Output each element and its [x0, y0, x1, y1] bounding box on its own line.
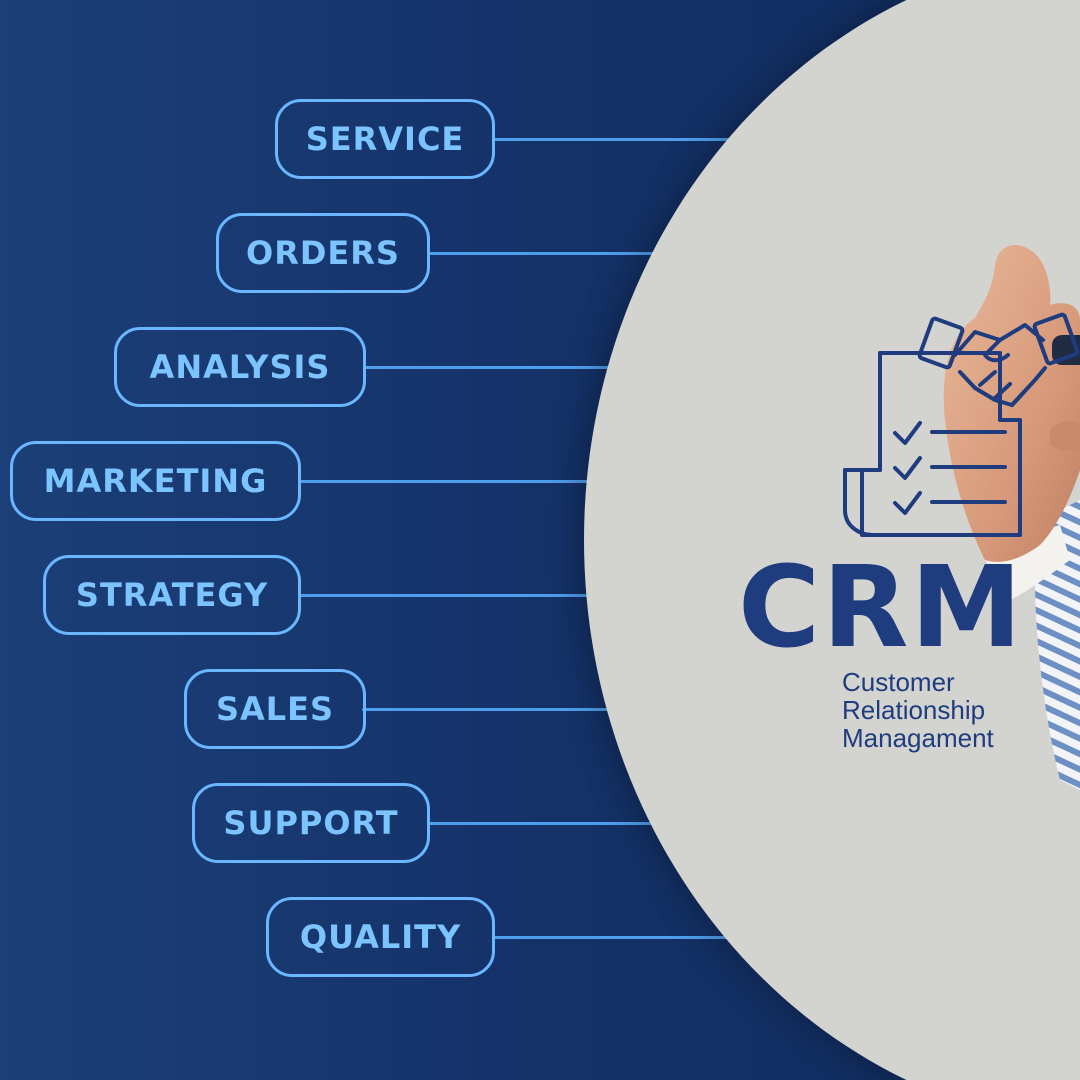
- connector-line-analysis: [364, 366, 644, 369]
- connector-line-sales: [362, 708, 622, 711]
- checklist-document-icon: [843, 351, 1022, 537]
- connector-line-quality: [492, 936, 752, 939]
- crm-title: CRM: [738, 543, 1024, 673]
- pill-strategy[interactable]: STRATEGY: [43, 555, 301, 635]
- connector-line-support: [428, 822, 678, 825]
- pill-analysis[interactable]: ANALYSIS: [114, 327, 366, 407]
- connector-line-marketing: [298, 480, 608, 483]
- pill-sales[interactable]: SALES: [184, 669, 366, 749]
- crm-subtitle-line-3: Managament: [842, 723, 994, 753]
- pill-support[interactable]: SUPPORT: [192, 783, 430, 863]
- pill-service[interactable]: SERVICE: [275, 99, 495, 179]
- connector-line-service: [492, 138, 752, 141]
- crm-subtitle-line-1: Customer: [842, 667, 955, 697]
- crm-subtitle-line-2: Relationship: [842, 695, 986, 725]
- pill-orders[interactable]: ORDERS: [216, 213, 430, 293]
- pill-quality[interactable]: QUALITY: [266, 897, 495, 977]
- shirt-cuff: [985, 525, 1070, 600]
- pill-marketing[interactable]: MARKETING: [10, 441, 301, 521]
- crm-subtitle: Customer Relationship Managament: [842, 668, 1062, 752]
- handshake-icon: [917, 312, 1080, 407]
- hand-shading: [1050, 420, 1080, 451]
- connector-line-strategy: [298, 594, 598, 597]
- connector-line-orders: [428, 252, 688, 255]
